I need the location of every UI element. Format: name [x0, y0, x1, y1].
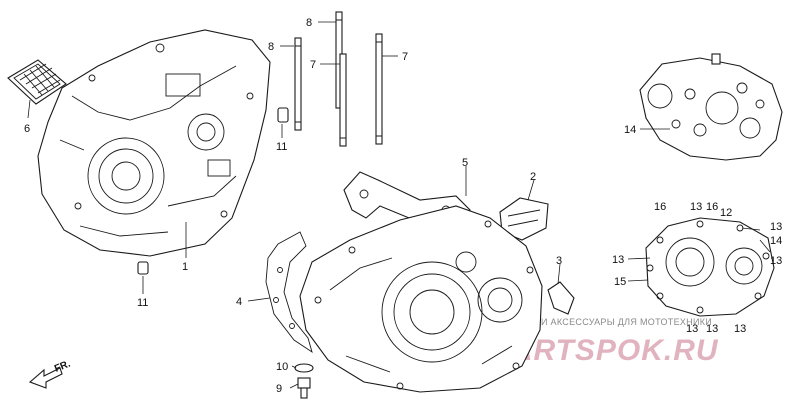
- callout-15: 15: [614, 276, 626, 288]
- callout-13: 13: [770, 255, 782, 267]
- callout-5: 5: [462, 157, 468, 169]
- callout-4: 4: [236, 296, 242, 308]
- callout-13: 13: [770, 221, 782, 233]
- callout-8: 8: [306, 17, 312, 29]
- callout-2: 2: [530, 171, 536, 183]
- front-direction-indicator: FR.: [28, 358, 72, 389]
- callout-1: 1: [182, 261, 188, 273]
- callout-numbers: 6 1 11 11 8 8 7 7 5 2 3 4 10 9 14 16 13 …: [24, 17, 782, 395]
- callout-3: 3: [556, 255, 562, 267]
- front-direction-label: FR.: [53, 358, 72, 374]
- callout-16: 16: [654, 201, 666, 213]
- callout-10: 10: [276, 361, 288, 373]
- callout-7: 7: [402, 51, 408, 63]
- callout-13: 13: [706, 323, 718, 335]
- part-studs: [294, 11, 383, 147]
- leader-lines: [27, 21, 771, 389]
- callout-12: 12: [720, 207, 732, 219]
- arrow-icon: [28, 367, 63, 389]
- watermark-caption: ЗАПЧАСТИ И АКСЕССУАРЫ ДЛЯ МОТОТЕХНИКИ: [488, 317, 712, 327]
- part-drain-bolt: [294, 363, 314, 399]
- callout-14: 14: [624, 124, 636, 136]
- callout-11: 11: [276, 141, 287, 153]
- part-small-plate: [547, 281, 575, 315]
- callout-11: 11: [137, 297, 148, 309]
- part-gasket: [265, 231, 313, 354]
- callout-14: 14: [770, 235, 782, 247]
- callout-13: 13: [734, 323, 746, 335]
- callout-16: 16: [706, 201, 718, 213]
- callout-13: 13: [690, 201, 702, 213]
- part-cover-gasket: [639, 53, 783, 161]
- callout-9: 9: [276, 383, 282, 395]
- callout-13: 13: [612, 254, 624, 266]
- callout-7: 7: [310, 59, 316, 71]
- part-right-crankcase: [299, 205, 543, 393]
- part-dowel-pins: [137, 107, 289, 275]
- part-left-crankcase: [37, 29, 271, 257]
- part-filter-screen: [7, 59, 67, 105]
- callout-6: 6: [24, 123, 30, 135]
- part-cover-assembly: [645, 217, 775, 317]
- callout-8: 8: [268, 41, 274, 53]
- callout-13: 13: [686, 323, 698, 335]
